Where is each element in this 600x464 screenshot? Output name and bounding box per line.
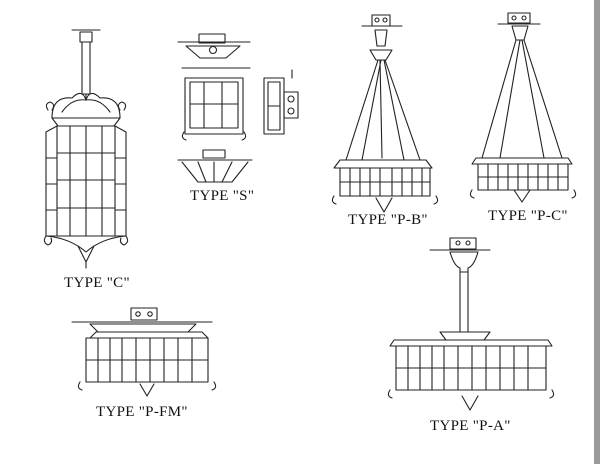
label-type-pc: TYPE "P-C"	[488, 208, 568, 224]
label-type-pa: TYPE "P-A"	[430, 418, 511, 434]
scan-edge	[594, 0, 600, 464]
label-type-pfm: TYPE "P-FM"	[96, 404, 188, 420]
lantern-type-c	[43, 29, 129, 269]
label-type-c: TYPE "C"	[64, 275, 130, 291]
label-type-s: TYPE "S"	[190, 188, 255, 204]
pendant-type-pc	[469, 12, 577, 203]
fixture-type-pfm	[71, 307, 217, 397]
pendant-type-pb	[331, 14, 439, 213]
label-type-pb: TYPE "P-B"	[348, 212, 428, 228]
fixture-type-s	[177, 33, 299, 183]
pendant-type-pa	[387, 237, 555, 411]
